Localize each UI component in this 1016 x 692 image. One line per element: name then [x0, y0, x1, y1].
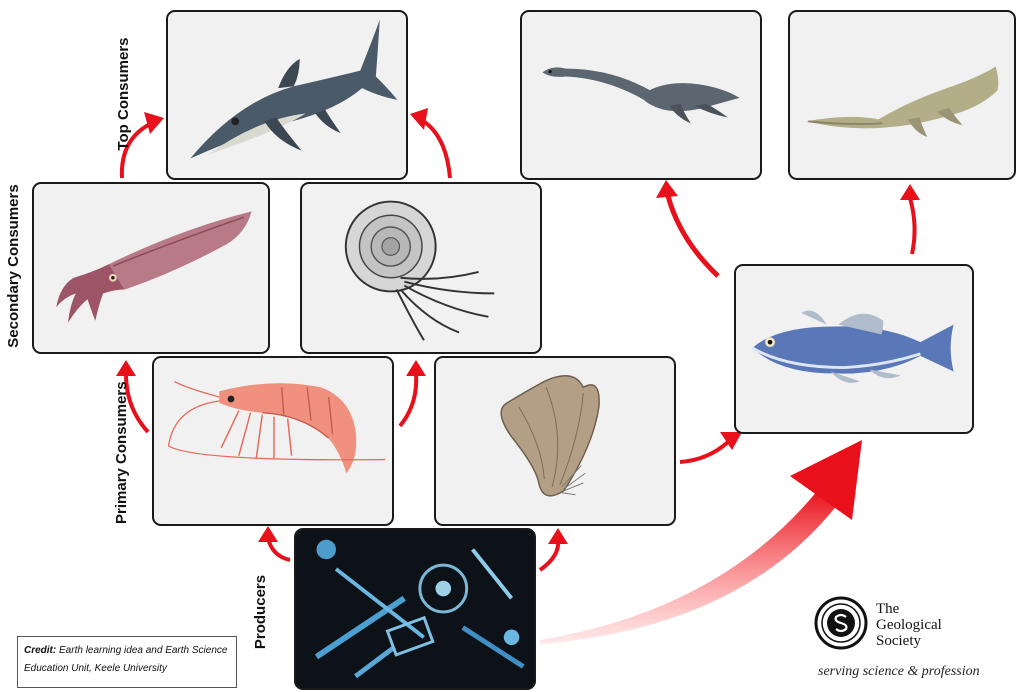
organism-card-mussels: [434, 356, 676, 526]
credit-text: Earth learning idea and Earth Science: [56, 645, 227, 656]
organism-card-plankton: [294, 528, 536, 690]
credit-label: Credit:: [24, 645, 56, 656]
organism-card-belemnite: [32, 182, 270, 354]
geological-society-name: The Geological Society: [876, 601, 942, 649]
arrow-shrimp-to-ammonite: [400, 360, 426, 426]
organism-card-plesiosaur: [520, 10, 762, 180]
plesiosaur-illustration: [522, 12, 760, 178]
ichthyosaur-illustration: [168, 12, 406, 178]
level-label-top: Top Consumers: [115, 34, 135, 154]
level-label-primary: Primary Consumers: [113, 384, 133, 524]
plankton-illustration: [296, 530, 534, 688]
arrow-plankton-to-shrimp: [258, 526, 290, 560]
gs-name-line3: Society: [876, 633, 942, 649]
shrimp-illustration: [154, 358, 392, 524]
fish-illustration: [736, 266, 972, 432]
arrow-ammonite-to-ichthyosaur: [410, 108, 450, 178]
organism-card-pliosaur: [788, 10, 1016, 180]
gs-name-line1: The: [876, 601, 942, 617]
credit-line2: Education Unit, Keele University: [24, 660, 230, 678]
geological-society-logo-icon: [814, 596, 868, 650]
arrow-mussels-to-fish: [680, 432, 742, 462]
geological-society-tagline: serving science & profession: [818, 664, 980, 680]
organism-card-shrimp: [152, 356, 394, 526]
arrow-plankton-to-mussels: [540, 528, 568, 570]
mussels-illustration: [436, 358, 674, 524]
organism-card-ammonite: [300, 182, 542, 354]
arrow-fish-to-plesiosaur: [656, 180, 718, 276]
arrow-fish-to-pliosaur: [900, 184, 920, 254]
level-label-producers: Producers: [252, 570, 272, 654]
organism-card-fish: [734, 264, 974, 434]
level-label-secondary: Secondary Consumers: [5, 181, 25, 351]
gs-name-line2: Geological: [876, 617, 942, 633]
organism-card-ichthyosaur: [166, 10, 408, 180]
credit-box: Credit: Earth learning idea and Earth Sc…: [17, 636, 237, 688]
belemnite-illustration: [34, 184, 268, 352]
ammonite-illustration: [302, 184, 540, 352]
pliosaur-illustration: [790, 12, 1014, 178]
